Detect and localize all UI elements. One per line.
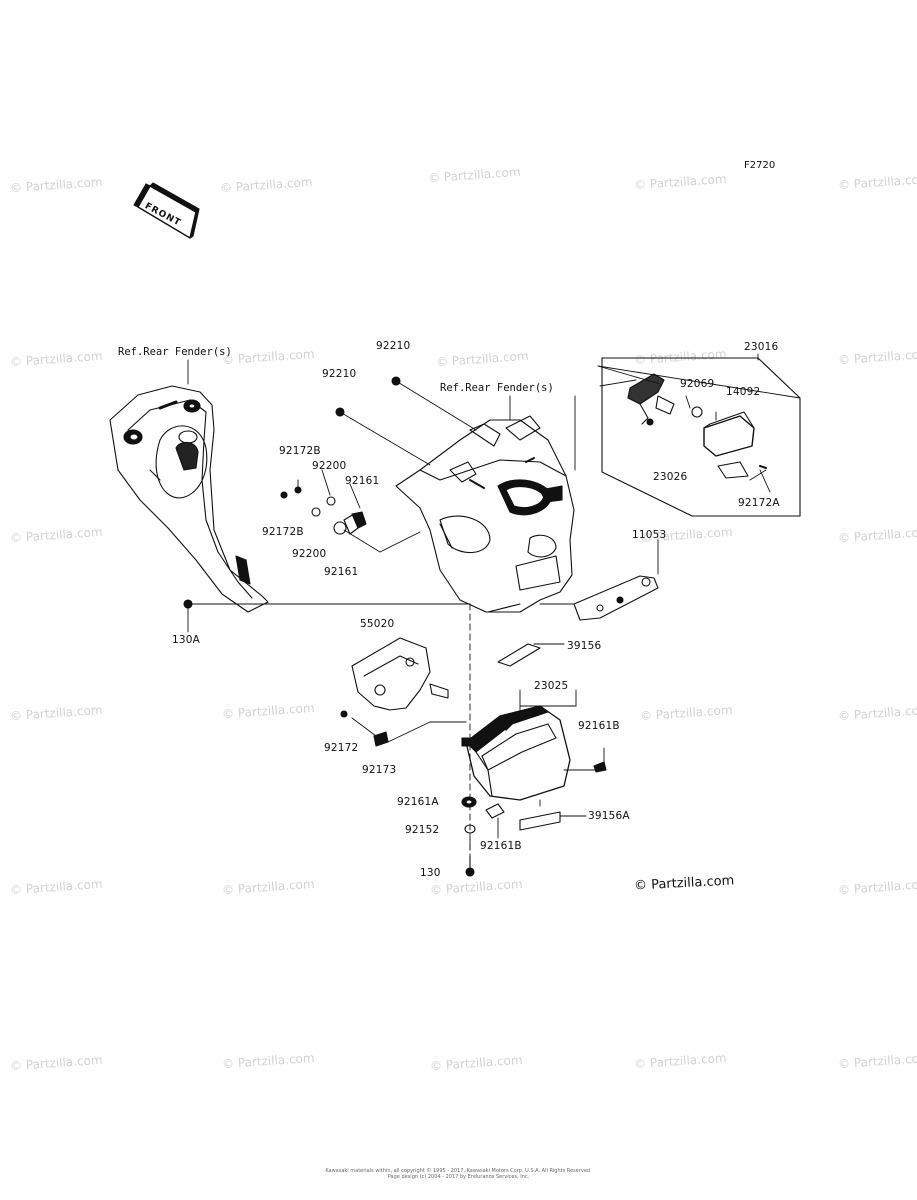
ref-rear-fender-right: Ref.Rear Fender(s) xyxy=(440,382,554,394)
footer-line: Page design (c) 2004 - 2017 by Endurance… xyxy=(387,1174,530,1180)
part-label-92172[interactable]: 92172 xyxy=(324,742,359,754)
part-label-92200[interactable]: 92200 xyxy=(292,548,327,560)
front-arrow-icon xyxy=(133,182,200,239)
part-label-92172B[interactable]: 92172B xyxy=(279,445,321,457)
part-label-92161B[interactable]: 92161B xyxy=(480,840,522,852)
part-label-39156[interactable]: 39156 xyxy=(567,640,602,652)
part-label-92200[interactable]: 92200 xyxy=(312,460,347,472)
part-label-92210[interactable]: 92210 xyxy=(376,340,411,352)
part-label-39156A[interactable]: 39156A xyxy=(588,810,630,822)
part-label-92172B[interactable]: 92172B xyxy=(262,526,304,538)
ref-rear-fender-left: Ref.Rear Fender(s) xyxy=(118,346,232,358)
part-label-92173[interactable]: 92173 xyxy=(362,764,397,776)
part-label-92152[interactable]: 92152 xyxy=(405,824,440,836)
part-label-130A[interactable]: 130A xyxy=(172,634,201,646)
part-label-92161[interactable]: 92161 xyxy=(345,475,380,487)
part-label-130[interactable]: 130 xyxy=(420,867,441,879)
license-bracket xyxy=(573,575,659,621)
part-label-23026[interactable]: 23026 xyxy=(653,471,688,483)
hardware-parts xyxy=(183,376,607,877)
part-label-92161B[interactable]: 92161B xyxy=(578,720,620,732)
part-label-55020[interactable]: 55020 xyxy=(360,618,395,630)
part-label-92161A[interactable]: 92161A xyxy=(397,796,439,808)
diagram-code: F2720 xyxy=(744,160,776,171)
part-label-92210[interactable]: 92210 xyxy=(322,368,357,380)
mounting-plate xyxy=(351,637,449,711)
footer-text: Kawasaki materials within, all copyright… xyxy=(0,1168,917,1180)
part-label-92069[interactable]: 92069 xyxy=(680,378,715,390)
inner-fender-panel xyxy=(109,385,269,613)
tail-light-assembly xyxy=(461,705,571,801)
part-label-14092[interactable]: 14092 xyxy=(726,386,761,398)
footer-line: Kawasaki materials within, all copyright… xyxy=(325,1168,592,1174)
pad-39156 xyxy=(497,643,541,667)
part-label-23025[interactable]: 23025 xyxy=(534,680,569,692)
part-label-92161[interactable]: 92161 xyxy=(324,566,359,578)
leader-lines xyxy=(187,353,801,873)
part-label-11053[interactable]: 11053 xyxy=(632,529,667,541)
part-label-92172A[interactable]: 92172A xyxy=(738,497,780,509)
rear-fender-body xyxy=(395,415,575,613)
part-label-23016[interactable]: 23016 xyxy=(744,341,779,353)
pad-39156A xyxy=(519,811,561,831)
